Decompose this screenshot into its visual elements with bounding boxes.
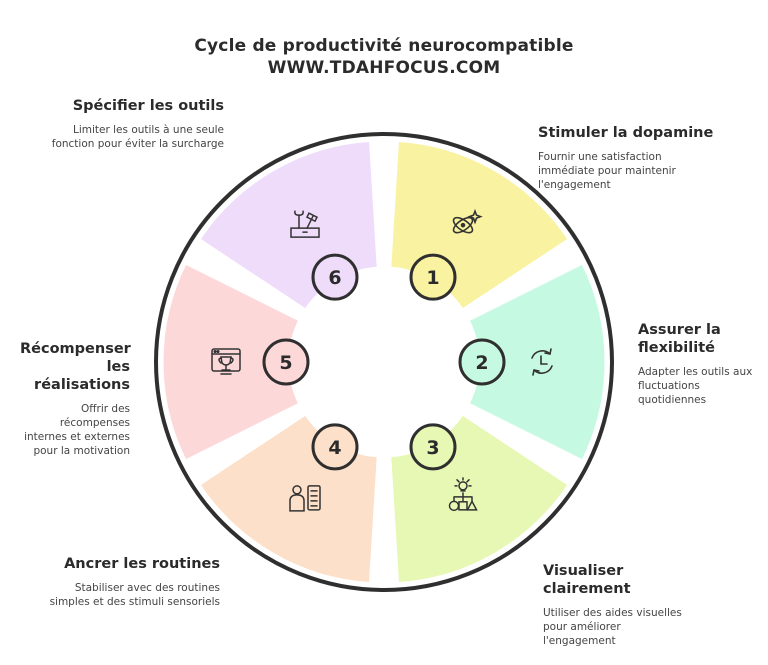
- step-badge-circle: [311, 423, 359, 471]
- step-badge-circle: [458, 338, 506, 386]
- atom-sparkle-icon: [452, 208, 483, 234]
- step-badge-circle: [409, 253, 457, 301]
- segment-1-description: Fournir une satisfaction immédiate pour …: [538, 151, 676, 191]
- segment-5-heading: Récompenser les réalisations: [20, 341, 131, 393]
- segment-6-description: Limiter les outils à une seule fonction …: [51, 124, 224, 150]
- step-badge-2: 2: [458, 338, 506, 386]
- diagram-title: Cycle de productivité neurocompatible: [194, 36, 574, 56]
- person-checklist-icon: [289, 485, 321, 512]
- step-badge-1: 1: [409, 253, 457, 301]
- segment-4-description: Stabiliser avec des routines simples et …: [49, 582, 220, 608]
- label-stimuler-dopamine: Stimuler la dopamine Fournir une satisfa…: [538, 124, 718, 192]
- step-badge-5: 5: [262, 338, 310, 386]
- step-badge-4: 4: [311, 423, 359, 471]
- step-badge-circle: [311, 253, 359, 301]
- label-specifier-outils: Spécifier les outils Limiter les outils …: [44, 97, 224, 151]
- step-badge-3: 3: [409, 423, 457, 471]
- label-ancrer-routines: Ancrer les routines Stabiliser avec des …: [40, 555, 220, 609]
- segment-1-heading: Stimuler la dopamine: [538, 125, 714, 141]
- clock-refresh-icon: [531, 348, 553, 376]
- step-badge-circle: [262, 338, 310, 386]
- step-badge-6: 6: [311, 253, 359, 301]
- segment-4-heading: Ancrer les routines: [64, 556, 220, 572]
- label-assurer-flexibilite: Assurer la flexibilité Adapter les outil…: [638, 321, 758, 407]
- step-number: 2: [475, 352, 488, 374]
- step-number: 6: [328, 267, 341, 289]
- segment-3-description: Utiliser des aides visuelles pour amélio…: [543, 607, 682, 647]
- diagram-subtitle: WWW.TDAHFOCUS.COM: [267, 58, 501, 78]
- segment-2-description: Adapter les outils aux fluctuations quot…: [638, 366, 753, 406]
- segment-3-heading: Visualiser clairement: [543, 563, 631, 597]
- step-number: 4: [328, 437, 341, 459]
- label-recompenser-realisations: Récompenser les réalisations Offrir des …: [20, 340, 131, 458]
- label-visualiser-clairement: Visualiser clairement Utiliser des aides…: [543, 562, 683, 648]
- step-badge-circle: [409, 423, 457, 471]
- step-number: 3: [426, 437, 439, 459]
- segment-6-heading: Spécifier les outils: [72, 98, 224, 114]
- segment-5-description: Offrir des récompenses internes et exter…: [24, 403, 130, 457]
- trophy-window-icon: [211, 348, 241, 375]
- step-number: 1: [426, 267, 439, 289]
- toolbox-icon: [290, 210, 320, 238]
- segment-2-heading: Assurer la flexibilité: [638, 322, 721, 356]
- idea-shapes-icon: [448, 477, 478, 512]
- step-number: 5: [279, 352, 292, 374]
- badges-layer: 1 2 3 4 5 6: [262, 253, 506, 471]
